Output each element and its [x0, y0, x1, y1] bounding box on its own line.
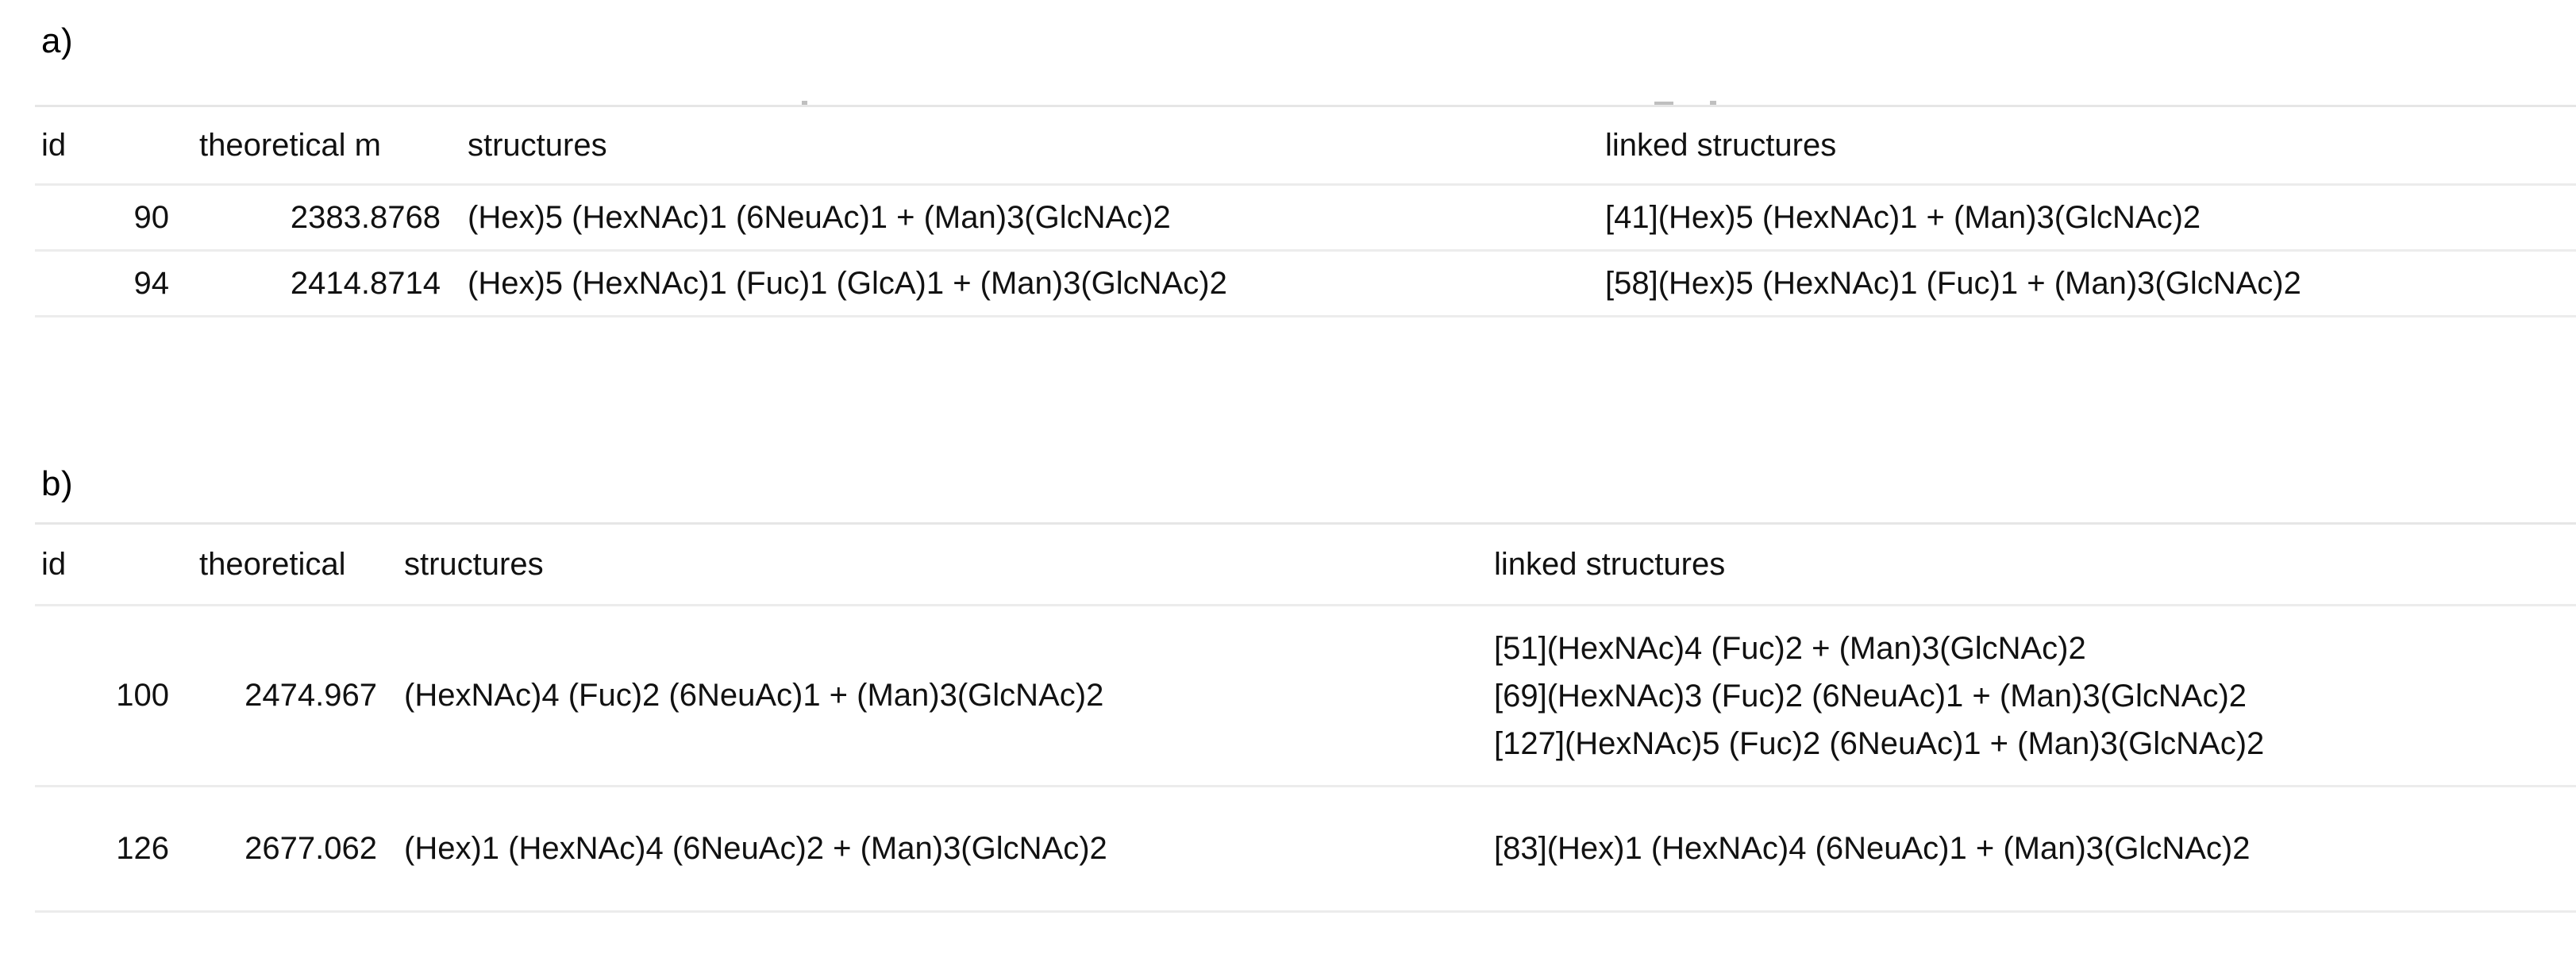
- column-header-theoretical-mass: theoretical: [187, 524, 393, 606]
- table-row: 100 2474.967 (HexNAc)4 (Fuc)2 (6NeuAc)1 …: [35, 606, 2576, 787]
- linked-structure-item: [127](HexNAc)5 (Fuc)2 (6NeuAc)1 + (Man)3…: [1494, 720, 2576, 767]
- cell-structures: (HexNAc)4 (Fuc)2 (6NeuAc)1 + (Man)3(GlcN…: [393, 606, 1477, 787]
- table-a-header-row: id theoretical m structures linked struc…: [35, 106, 2576, 185]
- column-header-id: id: [35, 106, 187, 185]
- cell-theoretical-mass: 2474.967: [187, 606, 393, 787]
- cell-theoretical-mass: 2383.8768: [187, 185, 456, 251]
- table-b-header-row: id theoretical structures linked structu…: [35, 524, 2576, 606]
- cell-structures: (Hex)5 (HexNAc)1 (6NeuAc)1 + (Man)3(GlcN…: [456, 185, 1588, 251]
- column-header-linked-structures: linked structures: [1477, 524, 2576, 606]
- column-header-id: id: [35, 524, 187, 606]
- linked-structure-list: [51](HexNAc)4 (Fuc)2 + (Man)3(GlcNAc)2 […: [1494, 625, 2576, 767]
- cell-linked-structures: [83](Hex)1 (HexNAc)4 (6NeuAc)1 + (Man)3(…: [1477, 787, 2576, 912]
- column-header-theoretical-mass: theoretical m: [187, 106, 456, 185]
- column-header-structures: structures: [456, 106, 1588, 185]
- cell-id: 100: [35, 606, 187, 787]
- table-a-bottom-rule: [35, 317, 2576, 339]
- cell-linked-structures: [51](HexNAc)4 (Fuc)2 + (Man)3(GlcNAc)2 […: [1477, 606, 2576, 787]
- cell-id: 126: [35, 787, 187, 912]
- linked-structure-item: [69](HexNAc)3 (Fuc)2 (6NeuAc)1 + (Man)3(…: [1494, 672, 2576, 720]
- cut-off-row-artifacts: [35, 86, 2576, 106]
- cell-theoretical-mass: 2414.8714: [187, 251, 456, 317]
- table-row: 94 2414.8714 (Hex)5 (HexNAc)1 (Fuc)1 (Gl…: [35, 251, 2576, 317]
- cell-structures: (Hex)5 (HexNAc)1 (Fuc)1 (GlcA)1 + (Man)3…: [456, 251, 1588, 317]
- cell-id: 90: [35, 185, 187, 251]
- cell-linked-structures: [58](Hex)5 (HexNAc)1 (Fuc)1 + (Man)3(Glc…: [1588, 251, 2576, 317]
- cell-theoretical-mass: 2677.062: [187, 787, 393, 912]
- table-b-container: id theoretical structures linked structu…: [35, 522, 2576, 954]
- column-header-structures: structures: [393, 524, 1477, 606]
- table-row: 90 2383.8768 (Hex)5 (HexNAc)1 (6NeuAc)1 …: [35, 185, 2576, 251]
- panel-label-b: b): [41, 467, 73, 502]
- cell-linked-structures: [41](Hex)5 (HexNAc)1 + (Man)3(GlcNAc)2: [1588, 185, 2576, 251]
- glycan-table-a: id theoretical m structures linked struc…: [35, 105, 2576, 338]
- glycan-table-b: id theoretical structures linked structu…: [35, 522, 2576, 954]
- cell-structures: (Hex)1 (HexNAc)4 (6NeuAc)2 + (Man)3(GlcN…: [393, 787, 1477, 912]
- column-header-linked-structures: linked structures: [1588, 106, 2576, 185]
- panel-label-a: a): [41, 24, 73, 59]
- table-row: 126 2677.062 (Hex)1 (HexNAc)4 (6NeuAc)2 …: [35, 787, 2576, 912]
- table-a-container: id theoretical m structures linked struc…: [35, 105, 2576, 338]
- linked-structure-item: [51](HexNAc)4 (Fuc)2 + (Man)3(GlcNAc)2: [1494, 625, 2576, 672]
- table-b-bottom-rule: [35, 912, 2576, 954]
- cell-id: 94: [35, 251, 187, 317]
